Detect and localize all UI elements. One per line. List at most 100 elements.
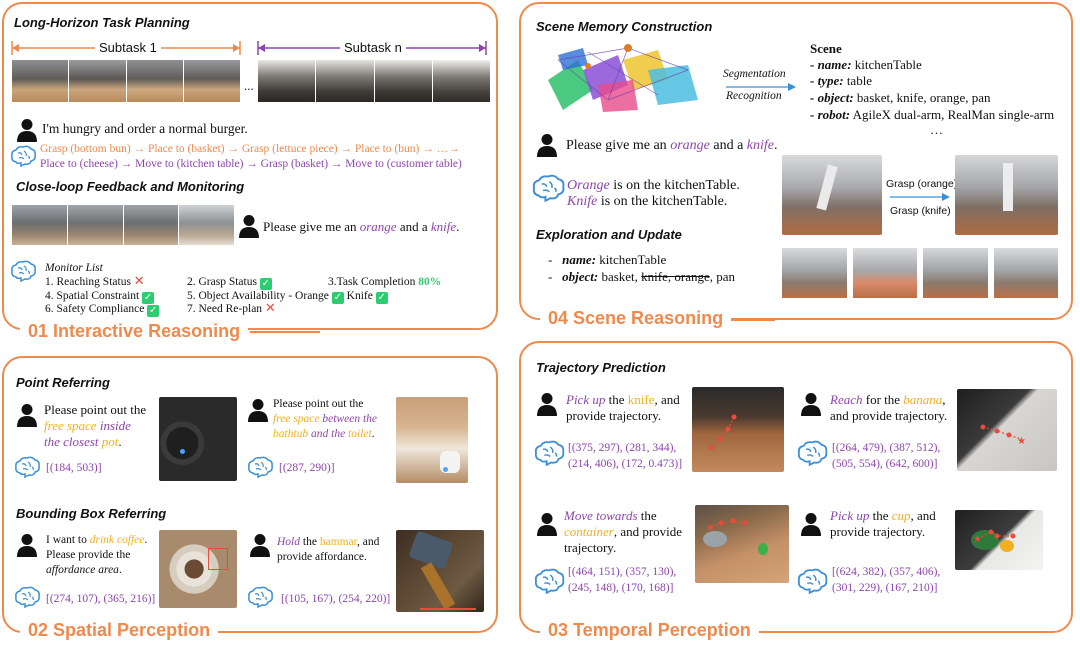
subtask-arrows [11,41,487,55]
q2-toilet: toilet [348,428,372,440]
check-icon: ✓ [147,305,160,317]
person-icon [238,214,260,238]
scene-object-key: - object: [810,90,854,105]
subtask-1-label: Subtask 1 [95,40,161,56]
q2-end: . [371,428,375,440]
monitor-item-4-label: 4. Spatial Constraint [45,290,140,302]
section-exploration: Exploration and Update [536,227,682,242]
q4-and: , and [357,536,380,548]
explore-object-removed: knife, orange [641,269,710,284]
check-icon: ✓ [142,292,155,304]
segmentation-label: Segmentation [723,68,786,80]
scene-type-value: table [843,73,873,88]
recognition-label: Recognition [726,90,782,102]
q1-end: . [118,434,122,449]
person-icon [247,398,269,422]
exploration-frames [782,248,1058,298]
explore-object-key: object: [562,269,599,284]
q3-drink-coffee: drink coffee [89,534,145,546]
scene-object-row: - object: basket, knife, orange, pan [810,90,990,106]
t4-and: , and [910,508,936,523]
monitor-item-1: 1. Reaching Status ✕ [45,275,145,289]
q3-affordance: affordance area [46,564,119,576]
brain-icon [14,456,40,478]
monitor-item-7-label: 7. Need Re-plan [187,303,263,315]
frame-image [67,205,123,245]
t4-verb: Pick up [830,508,870,523]
section-point-referring: Point Referring [16,375,110,390]
check-icon: ✓ [375,292,388,304]
plan-line-1: Grasp (bottom bun) → Place to (basket) →… [40,143,460,155]
section-trajectory: Trajectory Prediction [536,360,666,375]
monitor-item-5-knife: Knife [346,290,373,302]
traj-answer-2a: [(264, 479), (387, 512), [832,442,941,454]
scene-robot-key: - robot: [810,107,851,122]
traj-query-2: Reach for the banana, and provide trajec… [830,392,960,424]
plan-line-2: Place to (cheese) → Move to (kitchen tab… [40,158,462,170]
traj-answer-4a: [(624, 382), (357, 406), [832,566,941,578]
brain-icon [10,260,36,282]
traj-answer-2b: (505, 554), (642, 600)] [832,458,938,470]
person-icon [249,533,271,557]
q1-inside: inside [99,418,131,433]
point-cloud-graphic [548,44,698,112]
q1-pot: pot [101,434,119,449]
feedback-request-post: . [456,219,460,234]
section-bounding-box: Bounding Box Referring [16,506,167,521]
robot-arm [816,164,838,211]
reply-orange: Orange [567,178,610,193]
q2-and: and the [311,428,346,440]
trajectory-overlay: ★ [980,424,1026,447]
q1-a: Please point out the [44,402,147,417]
person-icon [800,392,822,416]
panel1-title: 01 Interactive Reasoning [20,321,249,342]
t3-object: container [564,524,614,539]
trajectory-overlay: ★ [707,414,737,454]
scene-name-value: kitchenTable [851,57,922,72]
svg-text:★: ★ [706,523,715,534]
q3-f: . [118,564,122,576]
monitor-item-2: 2. Grasp Status ✓ [187,275,272,290]
brain-icon [533,440,565,466]
frame-image [126,60,183,102]
bathroom-image [396,397,468,483]
explore-name-value: kitchenTable [596,252,667,267]
scene-object-value: basket, knife, orange, pan [853,90,991,105]
scene-request-orange: orange [670,138,710,153]
t2-for: for the [862,392,904,407]
brain-icon [796,440,828,466]
cross-icon: ✕ [133,274,145,289]
t2-object: banana [903,392,943,407]
traj-answer-4b: (301, 229), (167, 210)] [832,582,938,594]
monitor-item-2-label: 2. Grasp Status [187,276,257,288]
brain-icon [796,568,828,594]
reply-1-rest: is on the kitchenTable. [609,178,740,193]
brain-icon [247,586,273,608]
frame-image [923,248,988,298]
section-scene-memory: Scene Memory Construction [536,19,713,34]
t1-the: the [605,392,628,407]
brain-icon [533,568,565,594]
scene-name-key: - name: [810,57,852,72]
q4-the: the [300,536,320,548]
person-icon [536,392,558,416]
feedback-object-orange: orange [359,219,397,234]
scene-request-post: . [774,138,778,153]
subtask1-frames [12,60,240,102]
frame-image [782,248,847,298]
frame-image [123,205,179,245]
traj-answer-1a: [(375, 297), (281, 344), [568,442,677,454]
point-cloud-image [538,40,703,115]
t2-verb: Reach [830,392,863,407]
scene-robot-value: AgileX dual-arm, RealMan single-arm [850,107,1055,122]
frame-image [993,248,1058,298]
explore-object-row: - object: basket, knife, orange, pan [548,269,735,285]
banana-table-image: ★ [957,389,1057,471]
feedback-request: Please give me an orange and a knife. [263,219,459,235]
explore-object-v2: , pan [709,269,736,284]
t4-object: cup [891,508,911,523]
brain-icon [247,456,273,478]
coffee-cup-image [159,530,237,608]
bbox-answer-2: [(105, 167), (254, 220)] [281,593,391,605]
traj-answer-3b: (245, 148), (170, 168)] [568,582,674,594]
